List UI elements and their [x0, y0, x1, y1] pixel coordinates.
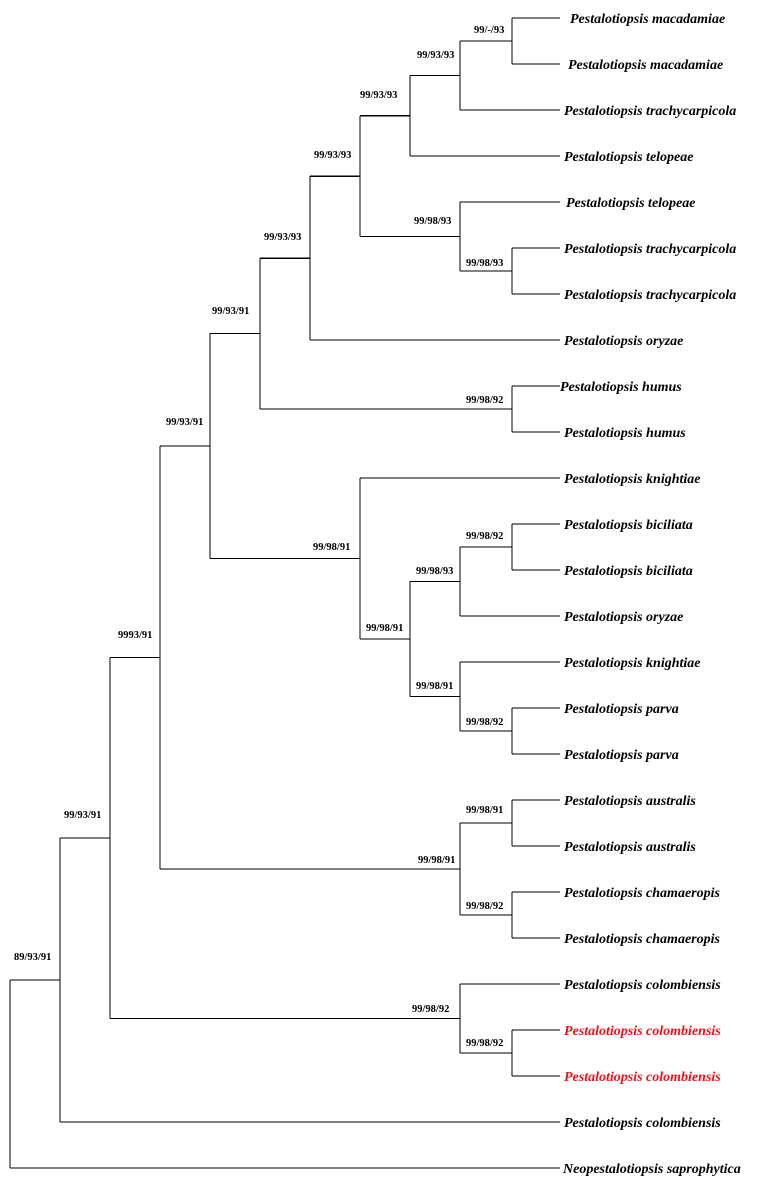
tip-label: Pestalotiopsis colombiensis	[564, 1024, 721, 1039]
support-value-n20: 9993/91	[118, 630, 152, 641]
tip-label: Pestalotiopsis oryzae	[564, 334, 683, 349]
tip-label: Pestalotiopsis colombiensis	[564, 1116, 721, 1131]
support-value-n23: 99/93/91	[64, 810, 101, 821]
tip-label: Pestalotiopsis trachycarpicola	[564, 288, 736, 303]
support-value-n8: 99/98/92	[466, 395, 503, 406]
tip-label: Pestalotiopsis colombiensis	[564, 1070, 721, 1085]
tip-label: Pestalotiopsis macadamiae	[568, 58, 723, 73]
tip-label: Pestalotiopsis parva	[564, 702, 679, 717]
support-value-n4: 99/98/93	[466, 258, 503, 269]
support-value-n6: 99/93/93	[314, 150, 351, 161]
tip-label: Pestalotiopsis knightiae	[564, 656, 701, 671]
support-value-n1: 99/-/93	[474, 25, 504, 36]
tip-label: Pestalotiopsis colombiensis	[564, 978, 721, 993]
support-value-n5: 99/98/93	[414, 216, 451, 227]
tip-label: Pestalotiopsis biciliata	[564, 518, 693, 533]
tip-label: Pestalotiopsis macadamiae	[570, 12, 725, 27]
support-value-n19: 99/98/91	[418, 855, 455, 866]
tip-label: Pestalotiopsis trachycarpicola	[564, 242, 736, 257]
tip-label: Pestalotiopsis oryzae	[564, 610, 683, 625]
support-value-n13: 99/98/91	[416, 681, 453, 692]
support-value-n14: 99/98/91	[366, 623, 403, 634]
support-value-n24: 89/93/91	[14, 952, 51, 963]
support-value-n18: 99/98/92	[466, 901, 503, 912]
tip-label: Pestalotiopsis trachycarpicola	[564, 104, 736, 119]
support-value-n15: 99/98/91	[313, 542, 350, 553]
tip-label: Pestalotiopsis australis	[564, 794, 696, 809]
tip-label: Pestalotiopsis australis	[564, 840, 696, 855]
tip-label: Pestalotiopsis telopeae	[564, 150, 693, 165]
tip-label: Pestalotiopsis telopeae	[566, 196, 695, 211]
support-value-n3: 99/93/93	[360, 90, 397, 101]
support-value-n2: 99/93/93	[417, 50, 454, 61]
support-value-n9: 99/93/91	[212, 306, 249, 317]
support-value-n16: 99/93/91	[166, 417, 203, 428]
tip-label: Pestalotiopsis chamaeropis	[564, 932, 721, 947]
support-value-n21: 99/98/92	[466, 1038, 503, 1049]
support-value-n7: 99/93/93	[264, 232, 301, 243]
tip-label: Pestalotiopsis humus	[560, 380, 682, 395]
tip-label: Pestalotiopsis knightiae	[564, 472, 701, 487]
support-value-n11: 99/98/93	[416, 566, 453, 577]
support-value-n22: 99/98/92	[412, 1004, 449, 1015]
tip-label: Pestalotiopsis parva	[564, 748, 679, 763]
tip-label: Neopestalotiopsis saprophytica	[562, 1162, 741, 1177]
support-value-n17: 99/98/91	[466, 805, 503, 816]
support-value-n10: 99/98/92	[466, 531, 503, 542]
tip-label: Pestalotiopsis biciliata	[564, 564, 693, 579]
tip-label: Pestalotiopsis humus	[564, 426, 686, 441]
tip-label: Pestalotiopsis chamaeropis	[564, 886, 721, 901]
support-value-n12: 99/98/92	[466, 717, 503, 728]
